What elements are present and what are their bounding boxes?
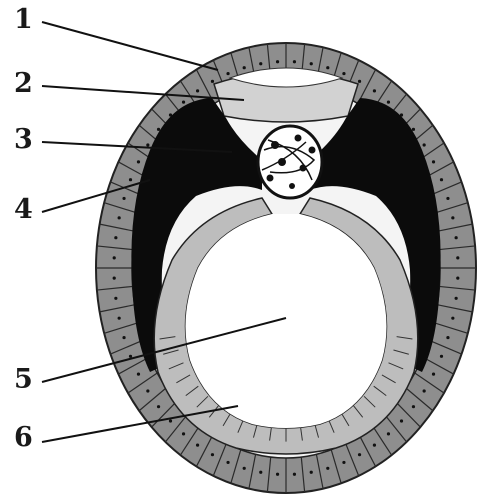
outer-cell-nucleus	[137, 160, 140, 163]
outer-cell-nucleus	[113, 256, 116, 259]
leader-line-1	[42, 22, 218, 70]
outer-cell-nucleus	[455, 297, 458, 300]
outer-cell-nucleus	[293, 473, 296, 476]
outer-cell-nucleus	[342, 461, 345, 464]
central-cavity	[186, 214, 387, 428]
outer-cell-nucleus	[118, 216, 121, 219]
outer-cell-nucleus	[196, 89, 199, 92]
outer-cell-nucleus	[259, 471, 262, 474]
label-4: 4	[14, 196, 33, 223]
outer-cell-nucleus	[342, 72, 345, 75]
outer-cell-nucleus	[276, 60, 279, 63]
outer-cell-nucleus	[373, 444, 376, 447]
outer-cell-nucleus	[373, 89, 376, 92]
outer-cell-nucleus	[432, 160, 435, 163]
outer-cell-nucleus	[412, 405, 415, 408]
outer-cell-nucleus	[157, 128, 160, 131]
outer-cell-nucleus	[157, 405, 160, 408]
outer-cell-nucleus	[423, 389, 426, 392]
outer-cell-nucleus	[211, 80, 214, 83]
outer-cell-nucleus	[310, 62, 313, 65]
outer-cell-nucleus	[243, 467, 246, 470]
outer-cell-nucleus	[446, 197, 449, 200]
outer-cell-nucleus	[114, 236, 117, 239]
label-6: 6	[14, 424, 33, 451]
label-1: 1	[14, 6, 33, 33]
outer-cell-nucleus	[129, 178, 132, 181]
outer-cell-nucleus	[196, 444, 199, 447]
outer-cell-nucleus	[243, 66, 246, 69]
outer-cell-nucleus	[358, 453, 361, 456]
outer-cell-nucleus	[387, 432, 390, 435]
outer-cell-nucleus	[293, 60, 296, 63]
outer-cell-nucleus	[114, 297, 117, 300]
label-3: 3	[14, 126, 33, 153]
outer-cell-nucleus	[226, 72, 229, 75]
outer-cell-nucleus	[423, 143, 426, 146]
label-5: 5	[14, 366, 33, 393]
outer-cell-nucleus	[259, 62, 262, 65]
outer-cell-nucleus	[146, 389, 149, 392]
outer-cell-nucleus	[412, 128, 415, 131]
outer-cell-nucleus	[226, 461, 229, 464]
outer-cell-nucleus	[113, 277, 116, 280]
outer-cell-nucleus	[146, 143, 149, 146]
outer-cell-nucleus	[137, 373, 140, 376]
outer-cell-nucleus	[456, 277, 459, 280]
outer-cell-nucleus	[122, 197, 125, 200]
outer-cell-nucleus	[326, 66, 329, 69]
outer-cell-nucleus	[455, 236, 458, 239]
outer-cell-nucleus	[456, 256, 459, 259]
outer-cell-nucleus	[358, 80, 361, 83]
outer-cell-nucleus	[310, 471, 313, 474]
outer-cell-nucleus	[440, 355, 443, 358]
outer-cell-nucleus	[169, 419, 172, 422]
label-2: 2	[14, 70, 33, 97]
outer-cell-nucleus	[118, 317, 121, 320]
outer-cell-nucleus	[400, 419, 403, 422]
outer-cell-nucleus	[122, 336, 125, 339]
outer-cell-nucleus	[182, 432, 185, 435]
outer-cell-nucleus	[440, 178, 443, 181]
outer-cell-nucleus	[446, 336, 449, 339]
outer-cell-nucleus	[211, 453, 214, 456]
outer-cell-nucleus	[326, 467, 329, 470]
outer-cell-nucleus	[432, 373, 435, 376]
outer-cell-nucleus	[387, 101, 390, 104]
outer-cell-nucleus	[129, 355, 132, 358]
outer-cell-nucleus	[182, 101, 185, 104]
outer-cell-nucleus	[451, 317, 454, 320]
outer-cell-nucleus	[451, 216, 454, 219]
outer-cell-nucleus	[276, 473, 279, 476]
